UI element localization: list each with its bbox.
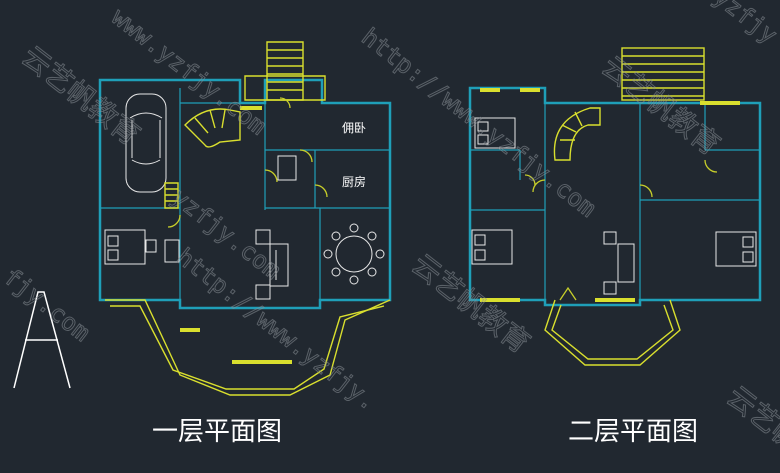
bedroom-desk bbox=[164, 239, 180, 263]
second-floor-balcony bbox=[544, 299, 681, 366]
watermark-fragment-4: fjy.com bbox=[0, 263, 95, 347]
first-floor-interior-walls bbox=[100, 88, 390, 300]
second-floor-terrace bbox=[621, 47, 705, 101]
watermark-brand-4: 云艺帆教育 bbox=[721, 380, 780, 473]
watermark-fragment-5: yzfjy bbox=[708, 0, 780, 49]
spiral-stair bbox=[184, 108, 241, 148]
first-floor-windows bbox=[180, 106, 262, 332]
first-floor-plan: 佣卧 厨房 一层平面图 bbox=[98, 41, 392, 447]
garage-step bbox=[164, 182, 179, 209]
watermark-brand-1: 云艺帆教育 bbox=[16, 40, 147, 152]
room-label-kitchen: 厨房 bbox=[342, 174, 366, 189]
first-floor-title: 一层平面图 bbox=[152, 417, 282, 447]
second-floor-windows bbox=[480, 88, 740, 302]
bed-icon bbox=[104, 229, 157, 265]
bed-icon-2 bbox=[474, 117, 516, 149]
second-floor-spiral-stair bbox=[553, 107, 601, 161]
first-floor-stairs bbox=[244, 41, 326, 101]
second-floor-title: 二层平面图 bbox=[568, 417, 698, 447]
section-mark-a: A bbox=[13, 291, 71, 389]
bed-icon-3 bbox=[471, 229, 513, 265]
second-floor-doors bbox=[524, 159, 718, 301]
watermark-brand-3: 云艺帆教育 bbox=[596, 50, 727, 162]
servant-bed bbox=[277, 155, 297, 181]
second-floor-interior-walls bbox=[470, 103, 760, 300]
dining-table-icon bbox=[323, 223, 385, 285]
sofa-icon bbox=[255, 229, 289, 300]
first-floor-doors bbox=[167, 97, 328, 228]
sofa-icon-2 bbox=[603, 231, 635, 295]
bed-icon-4 bbox=[715, 231, 757, 267]
first-floor-bay-window bbox=[105, 299, 391, 396]
car-icon bbox=[125, 93, 167, 193]
second-floor-outer-wall bbox=[468, 86, 762, 307]
room-label-servant: 佣卧 bbox=[342, 121, 366, 135]
second-floor-plan: 二层平面图 bbox=[468, 47, 762, 447]
